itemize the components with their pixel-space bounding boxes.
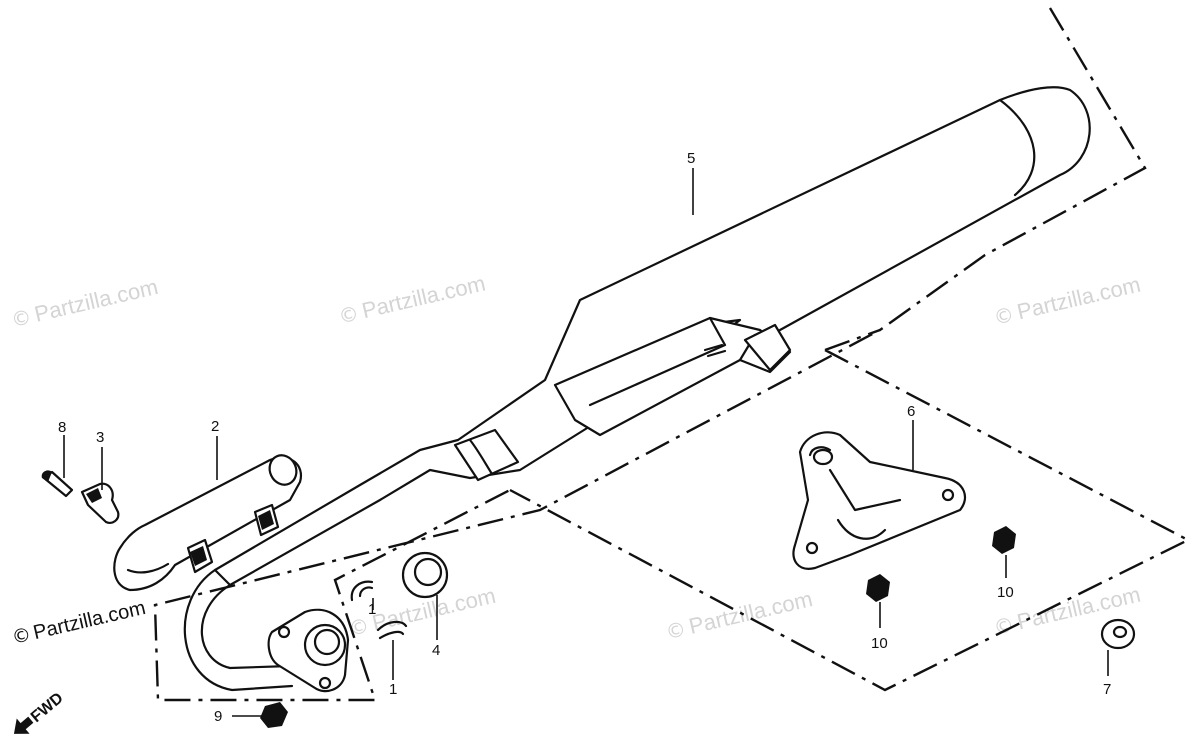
svg-text:Partzilla.com: Partzilla.com: [31, 597, 147, 644]
svg-text:©: ©: [336, 301, 361, 329]
svg-text:©: ©: [10, 623, 33, 649]
watermark: © Partzilla.com: [663, 586, 815, 644]
svg-text:©: ©: [991, 302, 1016, 330]
svg-text:©: ©: [663, 616, 688, 644]
assembly-outline-lower: [509, 328, 1191, 692]
washer-part[interactable]: [1100, 618, 1136, 650]
muffler-bracket-part[interactable]: [792, 431, 967, 570]
part-label-1: 1: [389, 681, 397, 698]
svg-text:Partzilla.com: Partzilla.com: [1015, 272, 1143, 325]
part-label-7: 7: [1103, 681, 1111, 698]
leader-lines: [63, 168, 1109, 717]
heat-protector-part[interactable]: [113, 451, 303, 592]
gasket-part[interactable]: [350, 580, 408, 640]
forward-arrow-icon: [13, 716, 34, 734]
clamp-part[interactable]: [80, 482, 120, 524]
assembly-outline-upper: [153, 7, 1147, 702]
part-label-10: 10: [997, 584, 1014, 601]
svg-text:Partzilla.com: Partzilla.com: [359, 271, 487, 324]
part-label-3: 3: [96, 429, 104, 446]
part-label-1: 1: [368, 601, 376, 618]
part-labels: 5 2 3 8 6 10 10 7 4 1 1 9: [58, 150, 1111, 725]
part-label-6: 6: [907, 403, 915, 420]
nut-part-10[interactable]: [866, 526, 1016, 602]
part-label-10: 10: [871, 635, 888, 652]
bolt-part[interactable]: [41, 470, 74, 498]
forward-label: FWD: [28, 690, 67, 726]
watermark: © Partzilla.com: [336, 271, 487, 329]
part-label-5: 5: [687, 150, 695, 167]
watermark: © Partzilla.com: [9, 274, 160, 332]
part-label-9: 9: [214, 708, 222, 725]
watermark: © Partzilla.com: [991, 272, 1143, 330]
muffler-part[interactable]: [213, 86, 1091, 587]
part-label-4: 4: [432, 642, 440, 659]
watermark-main: © Partzilla.com: [10, 597, 148, 649]
forward-direction-indicator: FWD: [13, 690, 67, 734]
svg-text:©: ©: [9, 304, 34, 332]
exhaust-pipe-part[interactable]: [183, 568, 350, 693]
joint-collar-part[interactable]: [401, 551, 449, 599]
part-label-8: 8: [58, 419, 66, 436]
nut-part-9[interactable]: [260, 702, 288, 728]
svg-text:Partzilla.com: Partzilla.com: [32, 274, 160, 327]
part-label-2: 2: [211, 418, 219, 435]
svg-text:Partzilla.com: Partzilla.com: [687, 586, 815, 639]
